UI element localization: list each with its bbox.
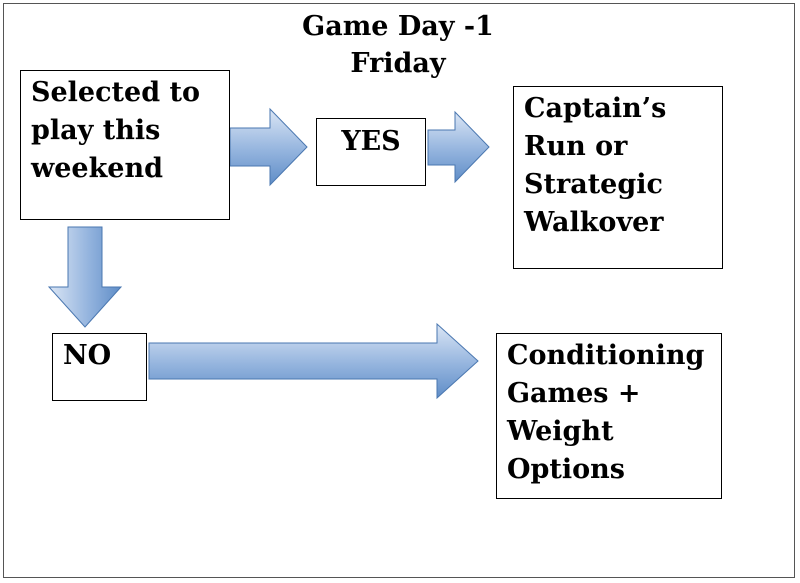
captains-run-box: Captain’s Run or Strategic Walkover: [513, 86, 723, 269]
arrow-selected-to-no: [47, 226, 123, 328]
selected-label: Selected to play this weekend: [31, 77, 200, 184]
no-box: NO: [52, 333, 147, 401]
yes-label: YES: [341, 126, 401, 157]
arrow-no-to-conditioning: [148, 322, 479, 400]
yes-box: YES: [316, 118, 426, 186]
title-line-2: Friday: [350, 48, 446, 79]
arrow-selected-to-yes: [229, 107, 308, 187]
no-label: NO: [63, 340, 112, 371]
title-line-1: Game Day -1: [302, 11, 494, 42]
diagram-frame: [3, 3, 795, 578]
selected-box: Selected to play this weekend: [20, 70, 230, 220]
conditioning-box: Conditioning Games + Weight Options: [496, 333, 722, 499]
conditioning-label: Conditioning Games + Weight Options: [507, 340, 705, 485]
captains-run-label: Captain’s Run or Strategic Walkover: [524, 93, 667, 238]
diagram-title: Game Day -1 Friday: [248, 8, 548, 82]
arrow-yes-to-captain: [427, 110, 490, 184]
